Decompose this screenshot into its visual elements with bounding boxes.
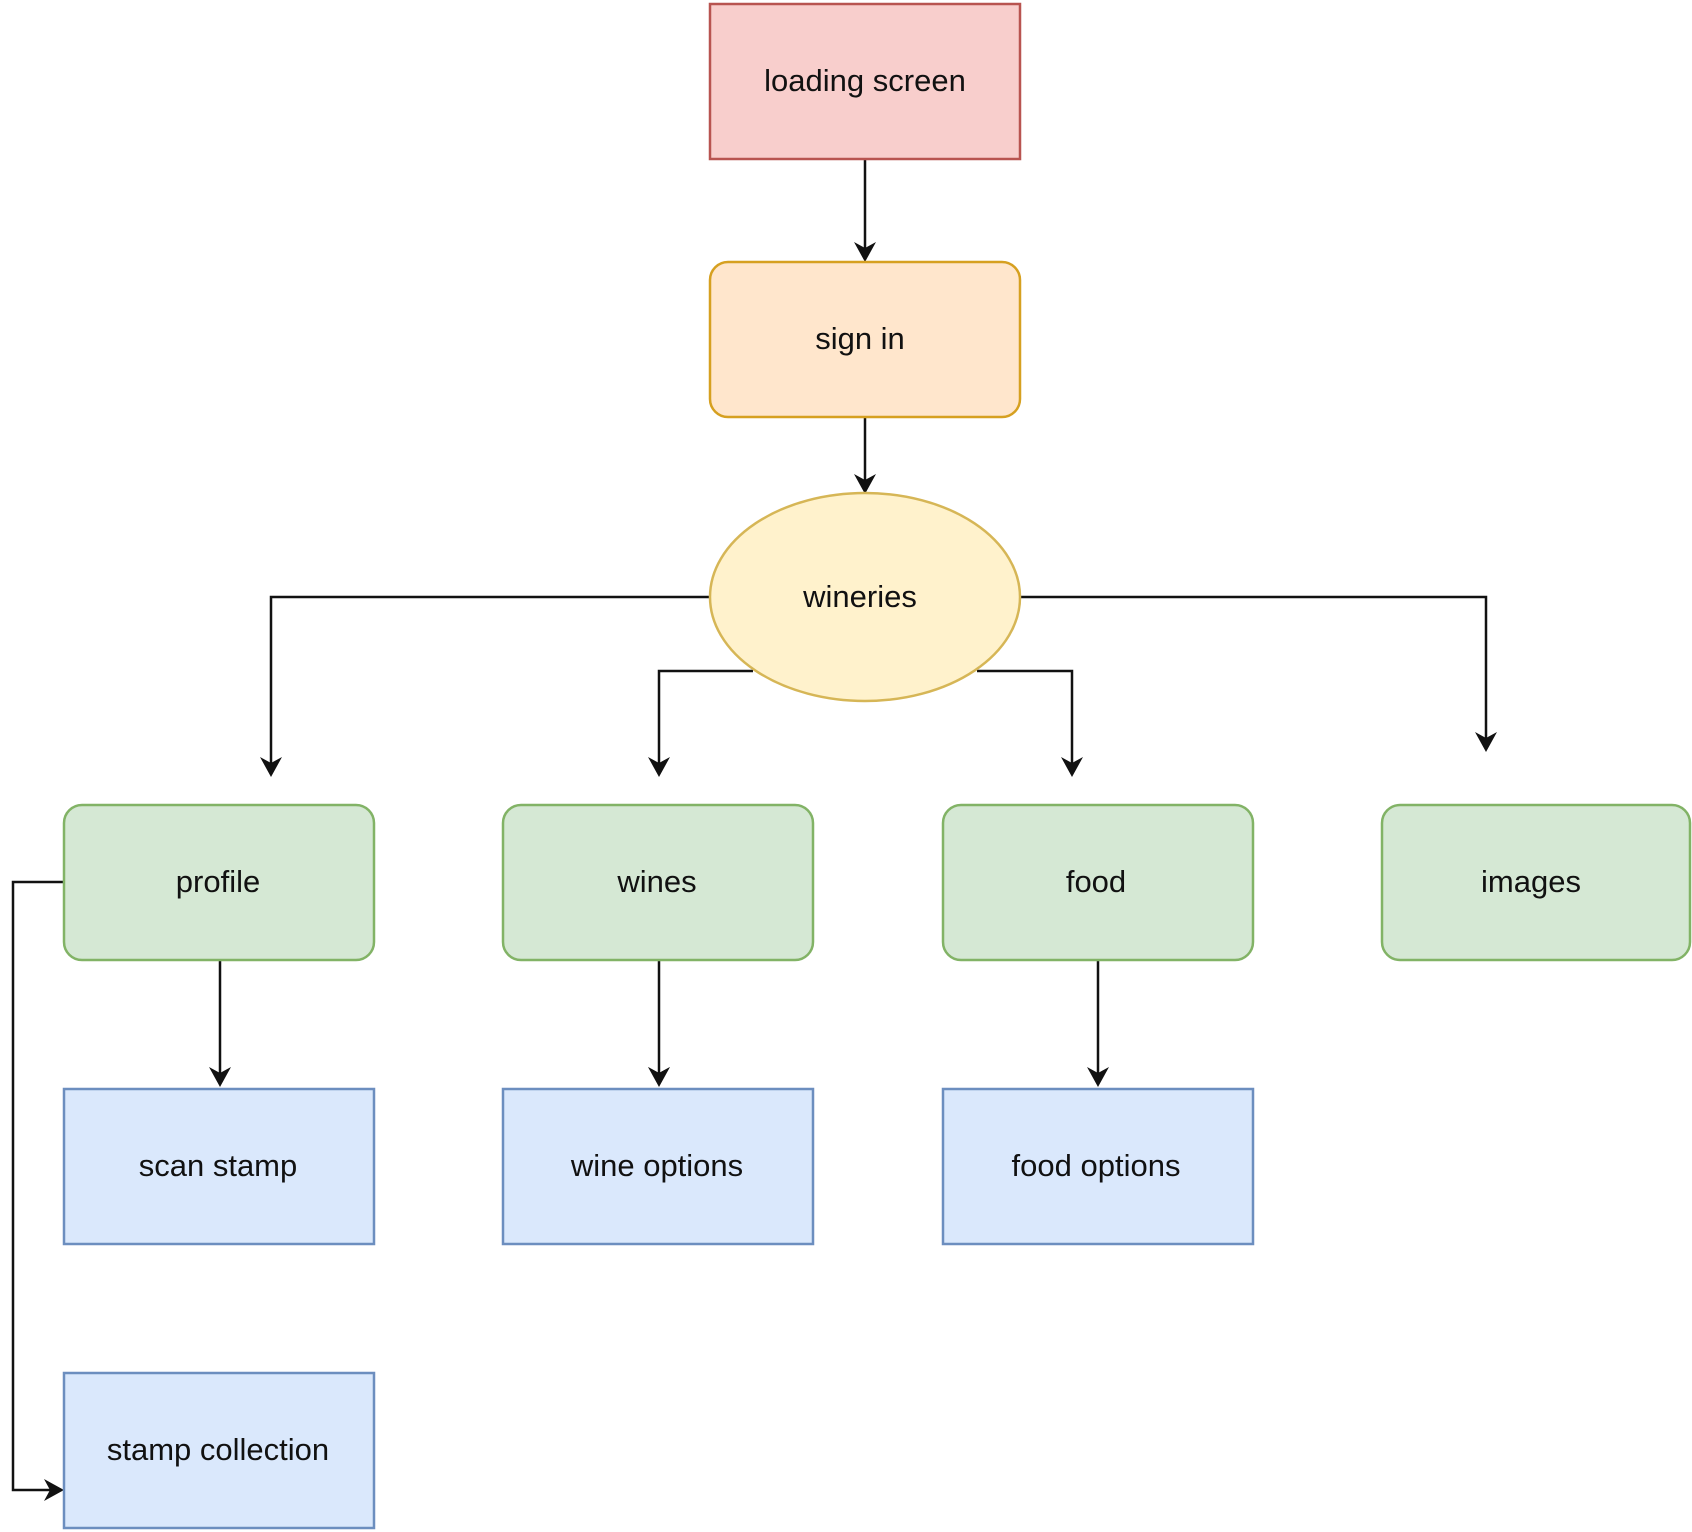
node-food-shape — [941, 803, 1255, 962]
node-images-label: images — [1481, 864, 1581, 899]
edge-wines-to-wine-options — [648, 960, 670, 1087]
node-images[interactable]: images — [1380, 803, 1692, 962]
node-loading-screen-shape — [708, 2, 1022, 161]
node-sign-in-label: sign in — [815, 321, 905, 356]
node-wine-options-label: wine options — [570, 1148, 743, 1183]
node-images-shape — [1380, 803, 1692, 962]
node-wines-label: wines — [616, 864, 696, 899]
node-food[interactable]: food — [941, 803, 1255, 962]
node-food-options[interactable]: food options — [941, 1087, 1255, 1246]
edge-food-to-food-options — [1087, 960, 1109, 1087]
node-loading-screen-label: loading screen — [764, 63, 966, 98]
node-scan-stamp-shape — [62, 1087, 376, 1246]
edge-wineries-to-images — [1020, 595, 1497, 752]
node-profile-shape — [62, 803, 376, 962]
node-sign-in[interactable]: sign in — [708, 260, 1022, 419]
node-wineries[interactable]: wineries — [708, 491, 1022, 703]
node-food-options-shape — [941, 1087, 1255, 1246]
edge-profile-to-scan-stamp — [209, 960, 231, 1087]
node-sign-in-shape — [708, 260, 1022, 419]
edge-wineries-to-food — [977, 669, 1083, 777]
node-food-label: food — [1066, 864, 1126, 899]
node-scan-stamp-label: scan stamp — [139, 1148, 298, 1183]
node-wine-options-shape — [501, 1087, 815, 1246]
edge-wineries-to-profile — [260, 595, 710, 777]
edge-profile-to-stamp-collection — [11, 880, 64, 1501]
node-wineries-label: wineries — [802, 579, 917, 614]
node-loading-screen[interactable]: loading screen — [708, 2, 1022, 161]
edge-loading-screen-to-sign-in — [854, 160, 876, 262]
node-profile-label: profile — [176, 864, 260, 899]
node-wines[interactable]: wines — [501, 803, 815, 962]
node-wines-shape — [501, 803, 815, 962]
node-food-options-label: food options — [1012, 1148, 1181, 1183]
edge-wineries-to-wines — [648, 669, 753, 777]
edges — [11, 160, 1497, 1501]
node-stamp-collection-label: stamp collection — [107, 1432, 329, 1467]
node-scan-stamp[interactable]: scan stamp — [62, 1087, 376, 1246]
node-wine-options[interactable]: wine options — [501, 1087, 815, 1246]
edge-sign-in-to-wineries — [854, 418, 876, 494]
node-wineries-shape — [708, 491, 1022, 703]
node-stamp-collection-shape — [62, 1371, 376, 1530]
node-profile[interactable]: profile — [62, 803, 376, 962]
nodes: loading screen sign in wineries profile … — [62, 2, 1692, 1530]
node-stamp-collection[interactable]: stamp collection — [62, 1371, 376, 1530]
